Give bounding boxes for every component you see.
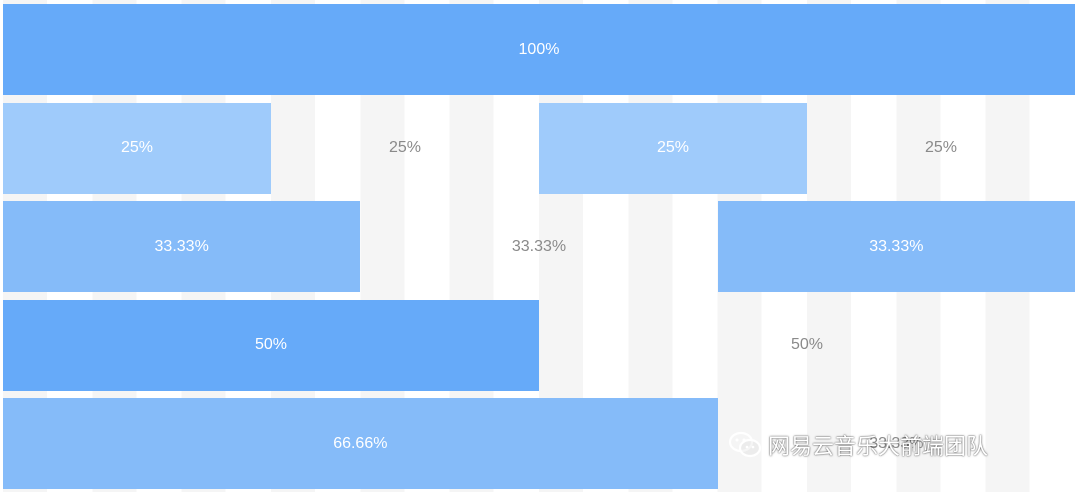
filled-cell: 25% — [539, 102, 807, 194]
empty-cell: 33.33% — [869, 434, 924, 452]
empty-cell: 50% — [790, 336, 824, 353]
filled-cell: 66.66% — [3, 398, 718, 489]
filled-cell: 25% — [3, 102, 271, 194]
grid-row: 25% 25% 25% 25% — [3, 102, 1075, 194]
grid-row: 100% — [3, 4, 1075, 95]
filled-cell: 50% — [3, 299, 539, 391]
filled-cell: 33.33% — [717, 201, 1075, 292]
watermark-text: 网易云音乐大前端团队 — [768, 435, 989, 460]
empty-cell: 25% — [388, 139, 422, 156]
empty-cell: 33.33% — [511, 237, 567, 255]
filled-cell: 33.33% — [3, 201, 361, 292]
empty-cell: 25% — [924, 139, 958, 156]
wechat-icon — [728, 431, 762, 458]
grid-row: 50% 50% — [3, 299, 1075, 391]
watermark: 网易云音乐大前端团队 — [728, 428, 988, 462]
filled-cell: 100% — [3, 4, 1075, 95]
grid-row: 66.66% 33.33% — [3, 398, 1075, 489]
grid-row: 33.33% 33.33% 33.33% — [3, 201, 1075, 292]
